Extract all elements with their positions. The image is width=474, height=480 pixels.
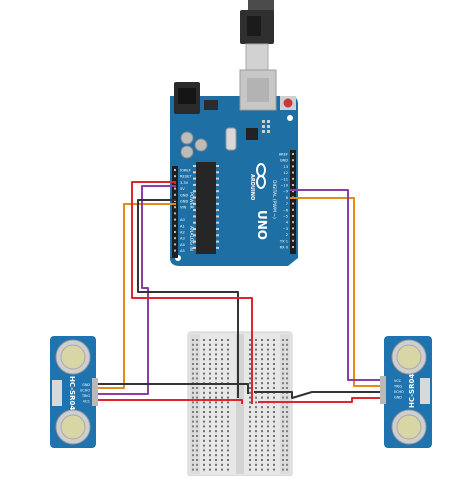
pin-label: 3.3V xyxy=(180,181,189,185)
pin-label: A1 xyxy=(180,224,185,228)
dc-power-jack xyxy=(174,82,200,114)
wires xyxy=(96,181,384,404)
digital-header-label: DIGITAL (PWM ~) xyxy=(271,180,277,219)
digital-header xyxy=(290,150,296,254)
wire-orange-left[interactable] xyxy=(96,203,176,389)
pin-label: A3 xyxy=(180,237,185,241)
pin-label: ~10 xyxy=(280,184,288,188)
usb-cable[interactable] xyxy=(240,0,274,73)
pin-label: 8 xyxy=(286,196,289,200)
pin-label: VIN xyxy=(180,206,187,210)
sensor-left-transducer-top xyxy=(55,339,91,375)
wire-black-left[interactable] xyxy=(96,383,249,394)
sensor-pin-label: ECHO xyxy=(394,390,404,394)
breadboard[interactable] xyxy=(187,331,293,477)
sensor-right-crystal xyxy=(420,378,430,404)
pin-label: IOREF xyxy=(180,169,191,173)
sensor-pin-label: TRIG xyxy=(393,385,402,389)
sensor-right-transducer-top xyxy=(391,339,427,375)
board-brand-label: UNO xyxy=(255,210,269,240)
pin-label: A4 xyxy=(180,243,185,247)
sensor-left-transducer-bottom xyxy=(55,409,91,445)
sensor-left-model: HC-SR04 xyxy=(68,376,76,410)
voltage-regulator xyxy=(204,100,218,110)
sensor-left-crystal xyxy=(52,380,62,406)
usb-chip xyxy=(246,128,258,140)
wire-black-right[interactable] xyxy=(254,391,384,399)
pin-label: A5 xyxy=(180,249,185,253)
sensor-pin-label: ECHO xyxy=(80,389,90,393)
sensor-left-pin-header xyxy=(92,378,98,406)
pin-label: GND xyxy=(180,200,188,204)
wire-purple-left[interactable] xyxy=(96,185,176,395)
usb-b-port xyxy=(239,69,277,111)
sensor-pin-label: VCC xyxy=(394,379,402,383)
pin-label: GND xyxy=(180,193,188,197)
pin-label: ~3 xyxy=(283,227,288,231)
pin-label: 5V xyxy=(180,187,185,191)
breadboard-holes xyxy=(192,339,288,471)
sensor-right-pin-header xyxy=(380,376,386,404)
pin-label: AREF xyxy=(279,153,288,157)
pin-label: A0 xyxy=(180,218,185,222)
power-header-label: POWER xyxy=(188,192,194,209)
capacitors xyxy=(180,131,208,159)
pin-label: 13 xyxy=(283,165,288,169)
reset-button[interactable] xyxy=(280,96,296,110)
wire-purple-right[interactable] xyxy=(290,189,384,381)
analog-header-label: ANALOG IN xyxy=(188,226,194,251)
wire-red-left[interactable] xyxy=(96,399,243,404)
pin-label: 12 xyxy=(283,171,288,175)
pin-label: ~11 xyxy=(280,177,288,181)
icsp-header xyxy=(262,120,270,133)
crystal-oscillator xyxy=(225,127,237,151)
sensor-pin-label: TRIG xyxy=(81,394,90,398)
pin-label: ~5 xyxy=(283,215,288,219)
sensor-pin-label: GND xyxy=(82,383,90,387)
sensor-right-transducer-bottom xyxy=(391,409,427,445)
arduino-uno-board[interactable]: ARDUINO UNO DIGITAL (PWM ~) POWER ANALOG… xyxy=(170,69,298,266)
arduino-logo xyxy=(256,163,266,189)
wire-orange-right[interactable] xyxy=(290,197,384,387)
pin-label: RESET xyxy=(180,175,192,179)
pin-label: RX 0 xyxy=(280,246,289,250)
pin-label: 4 xyxy=(286,221,289,225)
pin-label: A2 xyxy=(180,231,185,235)
atmega328-chip xyxy=(193,162,219,254)
pin-label: GND xyxy=(280,159,288,163)
pin-label: 7 xyxy=(286,202,288,206)
sensor-right-model: HC-SR04 xyxy=(408,374,416,408)
pin-label: ~6 xyxy=(283,208,289,212)
arduino-logo-text: ARDUINO xyxy=(249,174,255,200)
wire-black-top[interactable] xyxy=(137,199,239,398)
pin-label: 2 xyxy=(286,233,288,237)
pin-label: TX 1 xyxy=(279,239,288,243)
wire-red-top[interactable] xyxy=(131,181,253,404)
sensor-pin-label: VCC xyxy=(83,400,91,404)
sensor-pin-label: GND xyxy=(394,396,402,400)
wire-red-right[interactable] xyxy=(258,397,384,403)
pin-label: ~9 xyxy=(283,190,289,194)
power-analog-header xyxy=(172,166,178,258)
digital-pins: AREF GND 13 12 ~11 ~10 ~9 8 7 ~6 ~5 4 ~3 2 TX 1 RX 0 xyxy=(279,153,294,250)
